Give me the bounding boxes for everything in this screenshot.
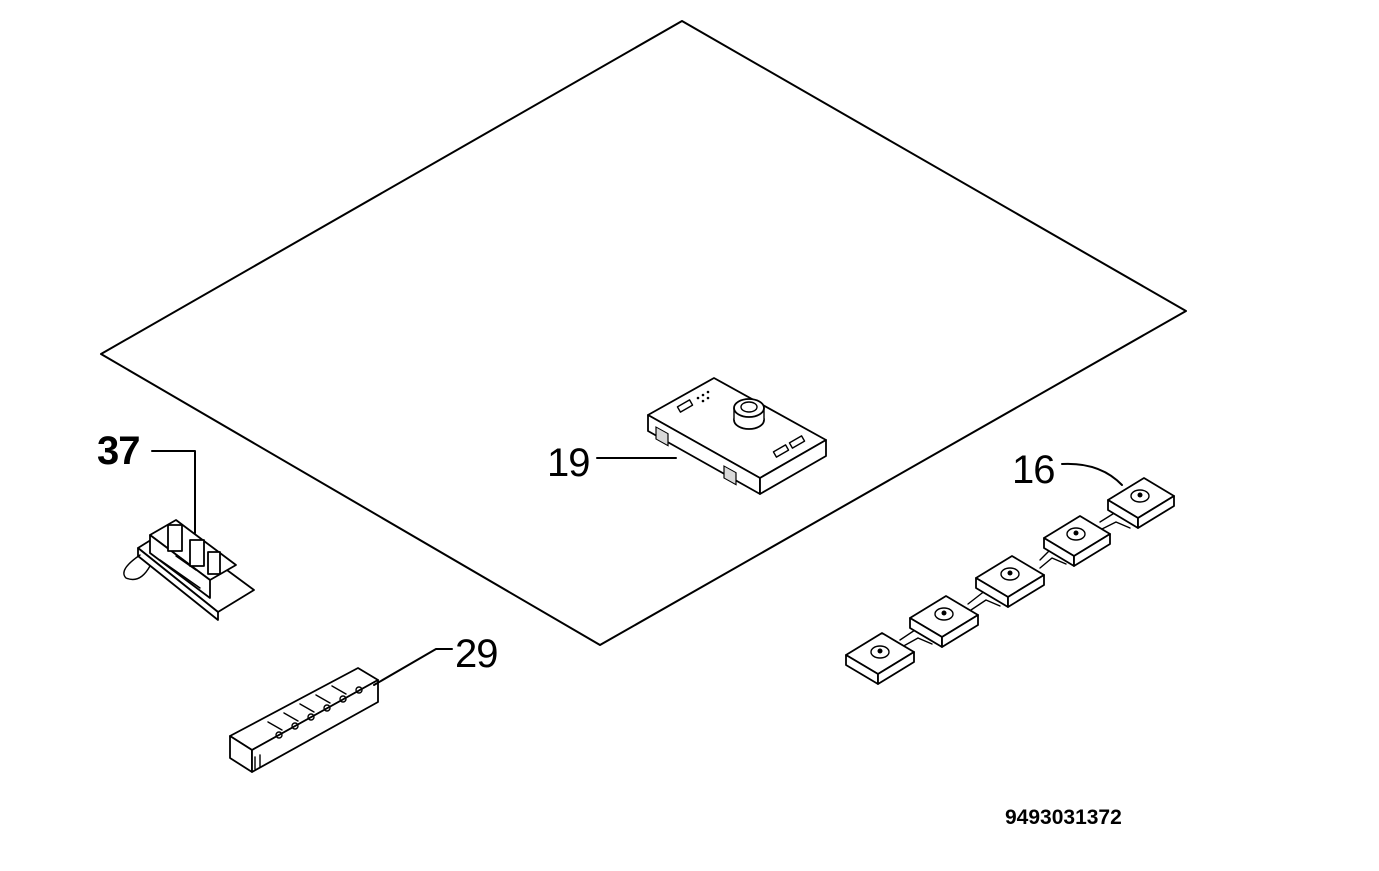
callout-16: 16 (1012, 448, 1055, 492)
callout-37: 37 (97, 429, 140, 473)
part-16-element-chain (845, 477, 1175, 685)
document-number: 9493031372 (1005, 806, 1122, 829)
callout-19: 19 (547, 441, 590, 485)
part-29-connector-strip (229, 667, 379, 773)
leader-16 (1061, 462, 1123, 486)
panel-outline (100, 20, 1187, 646)
part-37-terminal-block (123, 519, 255, 621)
part-19-control-module (647, 377, 827, 495)
leader-37 (151, 450, 196, 534)
leader-29 (373, 648, 453, 686)
callout-29: 29 (455, 632, 498, 676)
